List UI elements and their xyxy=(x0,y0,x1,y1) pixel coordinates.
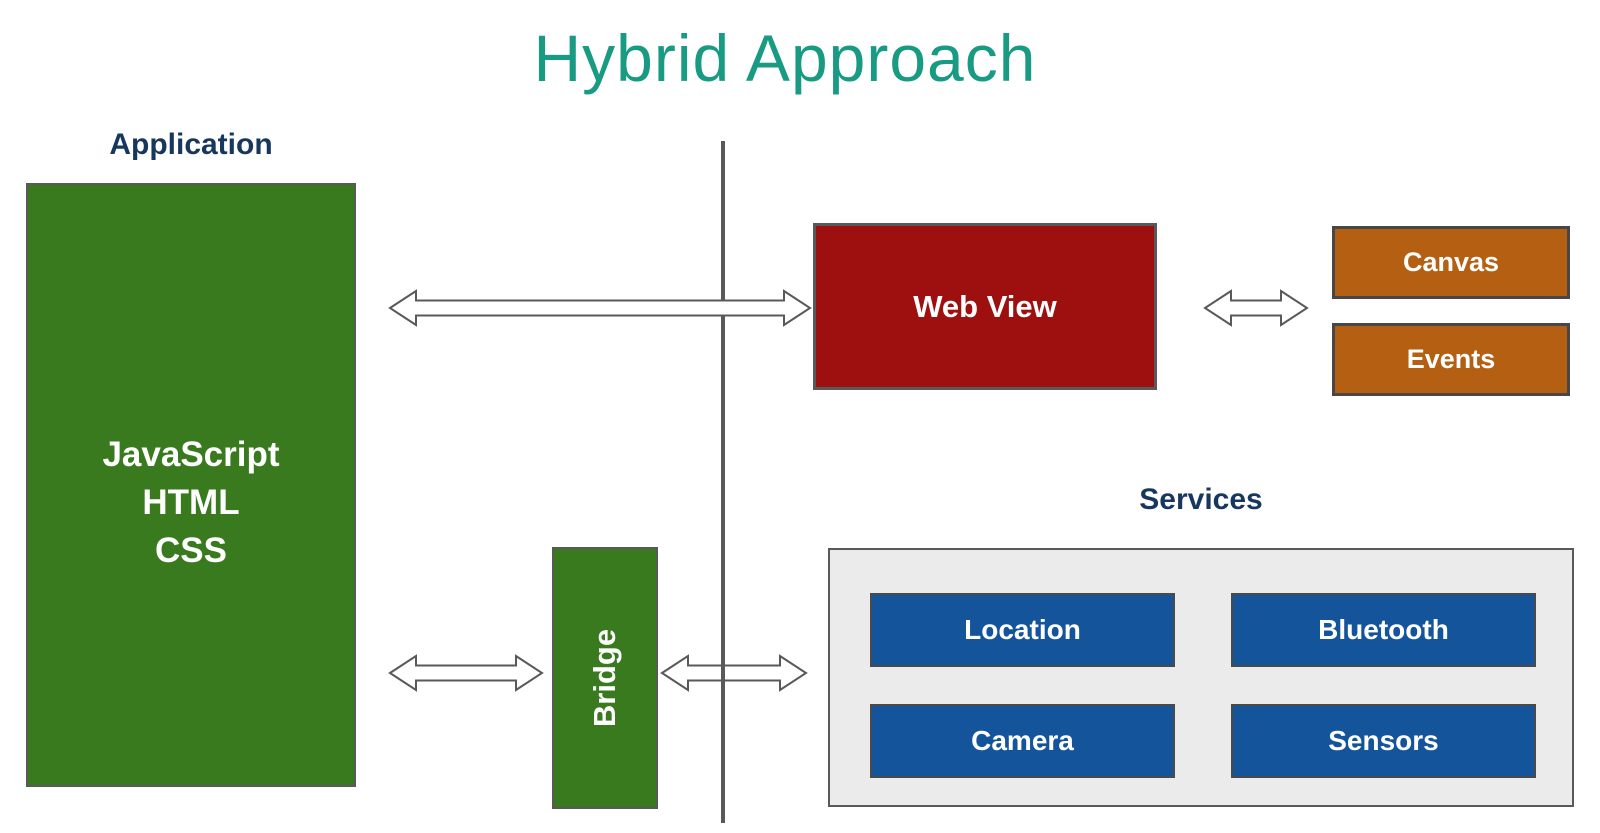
service-sensors: Sensors xyxy=(1231,704,1536,778)
bridge-services-double-arrow-icon xyxy=(660,654,808,692)
web-view-box: Web View xyxy=(813,223,1157,390)
application-bridge-double-arrow-icon xyxy=(388,654,544,692)
services-panel: Location Bluetooth Camera Sensors xyxy=(828,548,1574,807)
service-bluetooth: Bluetooth xyxy=(1231,593,1536,667)
services-label: Services xyxy=(1139,483,1263,516)
application-box: JavaScript HTML CSS xyxy=(26,183,356,787)
canvas-box: Canvas xyxy=(1332,226,1570,299)
application-tech-css: CSS xyxy=(155,531,227,570)
bridge-box: Bridge xyxy=(552,547,658,809)
application-webview-double-arrow-icon xyxy=(388,289,812,327)
events-box: Events xyxy=(1332,323,1570,396)
service-camera: Camera xyxy=(870,704,1175,778)
native-web-divider-line xyxy=(721,141,725,823)
service-location: Location xyxy=(870,593,1175,667)
application-tech-javascript: JavaScript xyxy=(102,435,280,474)
application-label: Application xyxy=(109,128,273,161)
canvas-label: Canvas xyxy=(1402,247,1500,277)
webview-canvas-double-arrow-icon xyxy=(1203,289,1309,327)
events-label: Events xyxy=(1406,344,1496,374)
application-tech-html: HTML xyxy=(142,483,240,522)
diagram-title: Hybrid Approach xyxy=(533,21,1037,95)
web-view-label: Web View xyxy=(913,288,1057,324)
bridge-label: Bridge xyxy=(587,628,622,728)
